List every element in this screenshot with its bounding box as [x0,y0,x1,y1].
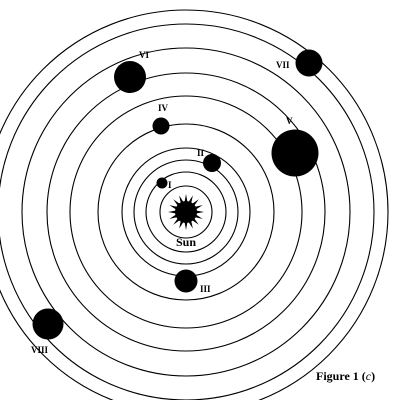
caption-letter: c [366,369,372,383]
planet-body [174,269,198,293]
planet-label: IV [158,103,169,113]
orbit-ring-7 [46,72,326,352]
sun-ray [184,221,188,230]
sun [168,194,204,230]
sun-ray [179,195,184,204]
figure-caption: Figure 1 (c) [316,369,375,383]
planet-body [152,117,170,135]
orbit-ring-6 [69,95,303,329]
planet-ii: II [197,148,221,172]
planet-body [32,308,64,340]
sun-disc [175,201,197,223]
planet-body [156,177,168,189]
orbit-ring-10 [0,9,389,405]
caption-suffix: ) [371,369,375,383]
planet-body [203,154,221,172]
planet-label: II [197,148,205,158]
planet-label: III [200,284,211,294]
sun-ray [179,220,184,229]
caption-prefix: Figure 1 ( [316,369,366,383]
sun-ray [168,210,177,214]
planet-i: I [156,177,172,190]
planet-label: V [286,116,293,126]
sun-ray [169,214,178,219]
sun-ray [194,205,203,210]
sun-ray [188,220,193,229]
sun-ray [169,205,178,210]
sun-label: Sun [176,235,196,249]
planet-label: VI [139,50,149,60]
planet-label: I [168,180,172,190]
sun-ray [188,195,193,204]
planet-body [114,61,146,93]
planet-v: V [271,116,319,177]
orbit-ring-5 [97,123,275,301]
sun-ray [194,214,203,219]
planet-vi: VI [114,50,149,93]
sun-ray [195,210,204,214]
planet-body [295,49,323,77]
planet-vii: VII [276,49,323,77]
planet-iii: III [174,269,211,294]
planet-iv: IV [152,103,170,135]
sun-ray [184,194,188,203]
orbit-ring-2 [145,171,227,253]
planet-body [271,129,319,177]
orbit-ring-1 [159,185,213,239]
orbit-ring-3 [133,159,239,265]
planet-viii: VIII [31,308,64,355]
orbit-ring-8 [21,47,351,377]
planet-label: VIII [31,345,49,355]
planet-label: VII [276,60,290,70]
